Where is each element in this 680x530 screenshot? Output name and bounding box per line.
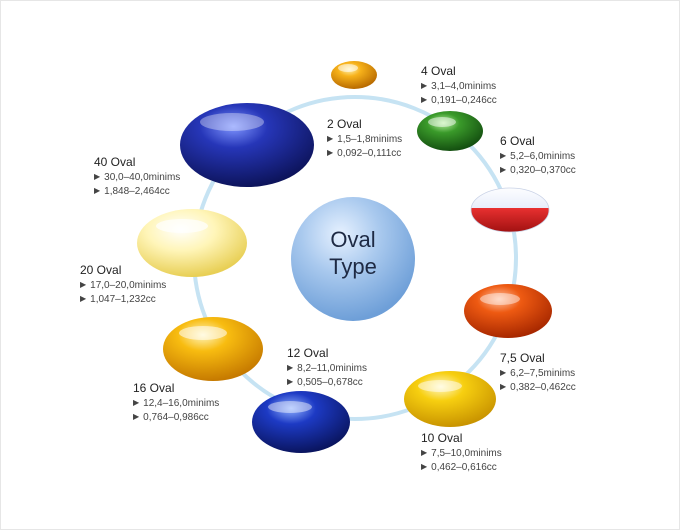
center-label-line1: Oval [330,227,376,252]
capsule-12-oval [252,391,350,453]
triangle-bullet-icon: ▶ [421,95,428,104]
minims-value: 8,2–11,0minims [297,363,368,374]
size-label: 4 Oval [421,64,456,78]
triangle-bullet-icon: ▶ [327,134,334,143]
capsule-16-oval [163,317,263,381]
capsule-2-oval [331,61,377,89]
minims-value: 5,2–6,0minims [510,151,576,162]
capsule-7-5-oval [464,284,552,338]
label-40-oval: 40 Oval ▶30,0–40,0minims ▶1,848–2,464cc [94,156,180,198]
label-2-oval: 2 Oval ▶1,5–1,8minims ▶0,092–0,111cc [327,118,402,160]
size-label: 6 Oval [500,134,535,148]
cc-value: 0,382–0,462cc [510,382,576,393]
center-label-line2: Type [329,254,377,279]
size-label: 12 Oval [287,346,329,360]
size-label: 16 Oval [133,381,175,395]
triangle-bullet-icon: ▶ [500,151,507,160]
size-label: 20 Oval [80,263,122,277]
triangle-bullet-icon: ▶ [133,398,140,407]
label-16-oval: 16 Oval ▶12,4–16,0minims ▶0,764–0,986cc [133,382,219,424]
minims-value: 1,5–1,8minims [337,134,403,145]
capsule-10-oval [404,371,496,427]
minims-value: 7,5–10,0minims [431,448,502,459]
size-label: 40 Oval [94,155,136,169]
cc-value: 0,462–0,616cc [431,462,497,473]
minims-value: 17,0–20,0minims [90,280,167,291]
center-circle [291,197,415,321]
cc-value: 1,848–2,464cc [104,186,170,197]
minims-value: 3,1–4,0minims [431,81,497,92]
capsule-4-oval [417,111,483,151]
label-4-oval: 4 Oval ▶3,1–4,0minims ▶0,191–0,246cc [421,65,497,107]
size-label: 7,5 Oval [500,351,545,365]
triangle-bullet-icon: ▶ [421,462,428,471]
label-20-oval: 20 Oval ▶17,0–20,0minims ▶1,047–1,232cc [80,264,166,306]
triangle-bullet-icon: ▶ [287,377,294,386]
label-12-oval: 12 Oval ▶8,2–11,0minims ▶0,505–0,678cc [287,347,367,389]
minims-value: 6,2–7,5minims [510,368,576,379]
label-7-5-oval: 7,5 Oval ▶6,2–7,5minims ▶0,382–0,462cc [500,352,576,394]
triangle-bullet-icon: ▶ [500,382,507,391]
triangle-bullet-icon: ▶ [421,448,428,457]
triangle-bullet-icon: ▶ [421,81,428,90]
cc-value: 0,191–0,246cc [431,95,497,106]
minims-value: 30,0–40,0minims [104,172,181,183]
triangle-bullet-icon: ▶ [80,294,87,303]
label-6-oval: 6 Oval ▶5,2–6,0minims ▶0,320–0,370cc [500,135,576,177]
label-10-oval: 10 Oval ▶7,5–10,0minims ▶0,462–0,616cc [421,432,502,474]
size-label: 2 Oval [327,117,362,131]
cc-value: 0,320–0,370cc [510,165,576,176]
triangle-bullet-icon: ▶ [327,148,334,157]
triangle-bullet-icon: ▶ [80,280,87,289]
cc-value: 1,047–1,232cc [90,294,156,305]
capsule-20-oval [137,209,247,277]
size-label: 10 Oval [421,431,463,445]
triangle-bullet-icon: ▶ [133,412,140,421]
cc-value: 0,092–0,111cc [337,148,402,159]
center-label: Oval Type [292,226,414,280]
minims-value: 12,4–16,0minims [143,398,220,409]
triangle-bullet-icon: ▶ [500,165,507,174]
triangle-bullet-icon: ▶ [287,363,294,372]
cc-value: 0,505–0,678cc [297,377,363,388]
triangle-bullet-icon: ▶ [94,186,101,195]
cc-value: 0,764–0,986cc [143,412,209,423]
capsule-6-oval [470,187,550,233]
triangle-bullet-icon: ▶ [94,172,101,181]
capsule-40-oval [180,103,314,187]
triangle-bullet-icon: ▶ [500,368,507,377]
